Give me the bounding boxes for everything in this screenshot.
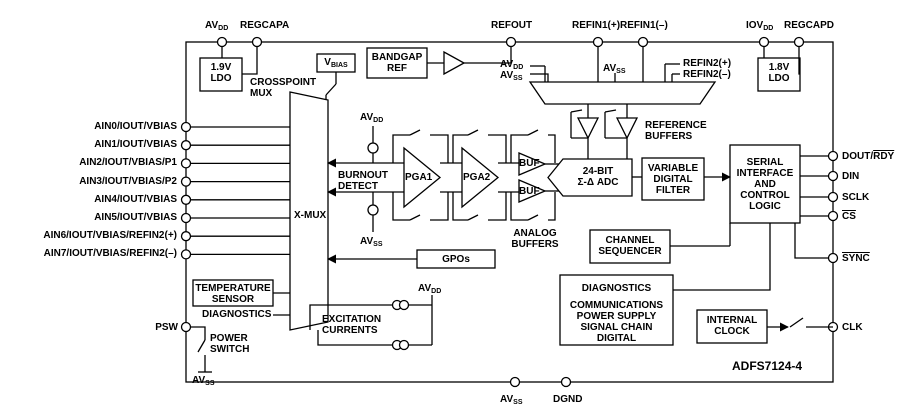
refin1-pos-pin (592, 36, 604, 48)
ain-label: AIN3/IOUT/VBIAS/P2 (79, 175, 177, 187)
ain-pin (180, 176, 192, 187)
ain-pin (180, 212, 192, 224)
burnout-avdd-label: AVDD (360, 112, 384, 124)
psw-label: PSW (155, 322, 178, 333)
pga2-shape (461, 146, 500, 209)
burnout-avss-label: AVSS (360, 236, 383, 248)
psw-pin (180, 321, 192, 333)
buf-bottom-shape (518, 179, 547, 203)
dout-pin (827, 150, 839, 162)
diagnostics-label: DIAGNOSTICS (202, 309, 272, 320)
dgnd-pin (560, 376, 572, 388)
regcapa-label: REGCAPA (240, 20, 290, 31)
iovdd-label: IOVDD (746, 20, 774, 32)
buf-bottom-label: BUF (519, 186, 540, 197)
sync-label: SYNC (842, 253, 870, 264)
ref-buffer-left (576, 117, 600, 140)
burnout-source-bottom (367, 204, 379, 216)
ref-avdd-label: AVDD (500, 59, 524, 71)
sclk-pin (827, 191, 839, 203)
ain-pin (180, 158, 192, 169)
ain-label: AIN4/IOUT/VBIAS (94, 193, 177, 205)
pga1-label: PGA1 (405, 172, 433, 183)
dout-rdy-label: DOUT/RDY (842, 151, 895, 162)
gpos-label: GPOs (442, 254, 470, 265)
bottom-avss-label: AVSS (500, 394, 523, 406)
ain-label: AIN1/IOUT/VBIAS (94, 139, 177, 151)
refin2-pos-label: REFIN2(+) (683, 58, 732, 69)
cs-label: CS (842, 211, 856, 222)
pga2-label: PGA2 (463, 172, 491, 183)
regcapd-label: REGCAPD (784, 20, 835, 31)
sync-pin (827, 252, 839, 264)
burnout-source-top (367, 142, 379, 154)
ref-buffer-right (615, 117, 639, 140)
part-number: ADFS7124-4 (732, 359, 803, 373)
din-label: DIN (842, 171, 860, 182)
avdd-top-label: AVDD (205, 20, 229, 32)
refin2-neg-label: REFIN2(–) (683, 69, 731, 80)
left-avss-label: AVSS (192, 375, 215, 387)
regcapa-pin (251, 36, 263, 48)
clk-label: CLK (842, 322, 863, 333)
ain-pin (180, 194, 192, 205)
refout-pin (505, 36, 517, 48)
xmux-shape (289, 91, 329, 331)
reference-mux (528, 81, 717, 105)
sclk-label: SCLK (842, 192, 870, 203)
ain-pin (180, 140, 192, 151)
buf-top-label: BUF (519, 158, 540, 169)
ain-label: AIN6/IOUT/VBIAS/REFIN2(+) (43, 230, 177, 242)
ain-pin (180, 249, 192, 260)
ain-pin (180, 231, 192, 242)
avss-bottom-pin (509, 376, 521, 388)
excitation-avdd-label: AVDD (418, 283, 442, 295)
ain-label: AIN5/IOUT/VBIAS (94, 212, 177, 223)
vbias-label: VBIAS (324, 57, 348, 69)
ain-label: AIN7/IOUT/VBIAS/REFIN2(–) (43, 248, 177, 260)
din-pin (827, 170, 839, 182)
regcapd-pin (793, 36, 805, 48)
serial-interface-box (729, 144, 801, 224)
refin1-neg-pin (637, 36, 649, 48)
ref-avss-mid-label: AVSS (603, 63, 626, 75)
diagnostics-box (559, 274, 674, 346)
xmux-label: X-MUX (294, 210, 327, 221)
dgnd-label: DGND (553, 394, 583, 405)
digital-filter-box (641, 157, 705, 201)
excitation-source-bottom-b (398, 339, 410, 351)
avdd-pin (216, 36, 228, 48)
pga1-shape (403, 146, 442, 209)
ain-label: AIN2/IOUT/VBIAS/P1 (79, 157, 177, 169)
iovdd-pin (758, 36, 770, 48)
cs-pin (827, 210, 839, 222)
buf-top-shape (518, 152, 547, 176)
excitation-source-top-b (398, 299, 410, 311)
refin1-pos-label: REFIN1(+) (572, 20, 621, 31)
ain-pin (180, 121, 192, 133)
refout-label: REFOUT (491, 20, 533, 31)
ref-avss-label: AVSS (500, 70, 523, 82)
ref-amp (443, 50, 466, 76)
refin1-neg-label: REFIN1(–) (620, 20, 668, 31)
ain-label: AIN0/IOUT/VBIAS (94, 121, 177, 132)
